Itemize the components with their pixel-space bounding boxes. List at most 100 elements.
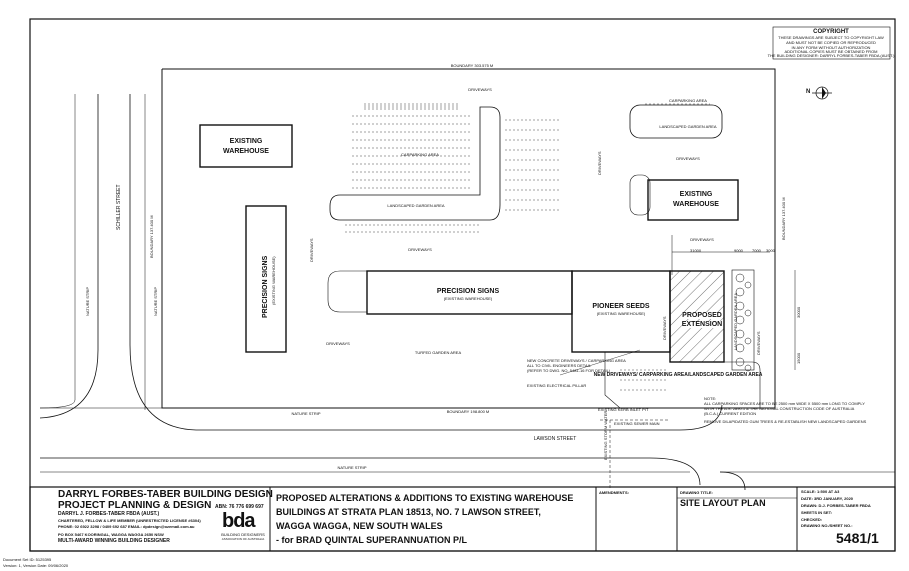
note-2: WITH THE A.S. 2890.1 & THE NATIONAL CONS… [704,406,855,411]
new-driveway-label: NEW DRIVEWAYS/ CARPARKING AREA/LANDSCAPE… [593,372,763,378]
po-box: PO BOX 5467 KOORINGAL, WAGGA WAGGA 2650 … [58,532,164,537]
note-3: (B.C.A.) CURRENT EDITION [704,411,757,416]
schiller-street-label: SCHILLER STREET [116,184,122,230]
chartered: CHARTERED, FELLOW & LIFE MEMBER (UNRESTR… [58,518,201,523]
trees-east [735,273,752,372]
north-arrow-head [822,87,826,99]
phone-email: PHONE: 02 6922 3298 / 0409 692 687 EMAIL… [58,524,195,529]
pioneer-seeds-sub: (EXISTING WAREHOUSE) [596,311,646,316]
precision-signs-vertical-label: PRECISION SIGNS [262,255,269,318]
existing-warehouse-right [647,179,739,221]
copyright-title: COPYRIGHT [813,29,849,35]
driveways-label-center: DRIVEWAYS [408,247,432,252]
checked: CHECKED: [801,517,823,522]
kerb-inlet-label: EXISTING KERB INLET PIT [598,407,649,412]
bda-sub-1: BUILDING DESIGNERS [221,532,265,537]
parking-stalls-grid [345,103,710,233]
carparking-label-center: CARPARKING AREA [401,152,439,157]
copyright-line-3: IN ANY FORM WITHOUT AUTHORIZATION [791,45,871,50]
turfed-label: TURFED GARDEN AREA [414,350,462,355]
drawing-title-label: DRAWING TITLE: [680,490,713,495]
schiller-street-kerb-left [39,94,99,419]
nature-strip-bottom-2: NATURE STRIP [337,465,367,470]
dim-4: 3000 [766,248,775,253]
note-4: REMOVE DILAPIDATED GUM TREES & RE-ESTABL… [704,419,867,424]
landscaped-label-top-right: LANDSCAPED GARDEN AREA [659,124,717,129]
copyright-line-5: THE BUILDING DESIGNER: DARRYL FORBES-TAB… [767,53,895,58]
carparking-label-top-right: CARPARKING AREA [669,98,707,103]
existing-warehouse-left-l2: WAREHOUSE [223,148,269,155]
new-driveway-area [604,352,761,409]
north-label: N [806,89,811,95]
nature-strip-bottom: NATURE STRIP [291,411,321,416]
proposed-extension-l2: EXTENSION [681,321,723,328]
driveways-label-vert-2: DRIVEWAYS [309,238,314,262]
precision-signs-vertical [245,205,287,353]
driveways-label-east: DRIVEWAYS [690,237,714,242]
project-l1: PROPOSED ALTERATIONS & ADDITIONS TO EXIS… [276,493,574,503]
dim-5: 30000 [796,306,801,318]
bda-sub-2: ASSOCIATION OF AUSTRALIA [221,537,265,541]
pioneer-seeds-label: PIONEER SEEDS [592,303,650,310]
designer-name: DARRYL J. FORBES-TABER FBDA (AUST.) [58,511,160,517]
copyright-line-2: AND MUST NOT BE COPIED OR REPRODUCED [786,40,876,45]
bda-logo: bda [222,510,256,532]
new-concrete-label-1: NEW CONCRETE DRIVEWAYS / CARPARKING AREA [527,358,626,363]
footer-version: Version: 1, Version Date: 09/06/2020 [3,563,69,568]
lawson-street-label: LAWSON STREET [533,436,577,442]
driveways-label-right: DRIVEWAYS [676,156,700,161]
abn: ABN: 76 776 699 697 [215,504,264,510]
nature-strip-left-2: NATURE STRIP [153,286,158,316]
sewer-label: EXISTING SEWER MAIN [614,421,660,426]
proposed-extension-l1: PROPOSED [682,312,722,319]
drawing-no-label: DRAWING NO./SHEET NO.: [801,523,853,528]
precision-signs-horizontal-sub: (EXISTING WAREHOUSE) [443,296,493,301]
driveways-label-top: DRIVEWAYS [468,87,492,92]
boundary-bottom-label: BOUNDARY 198.800 M [446,409,490,414]
existing-warehouse-left-l1: EXISTING [229,138,263,145]
storm-label: EXISTING STORM WATER [603,410,608,460]
drawing-title: SITE LAYOUT PLAN [680,498,766,508]
copyright-line-4: ADDITIONAL COPIES MUST BE OBTAINED FROM [784,49,878,54]
lawson-kerb-right-curve [679,404,723,431]
drawing-no: 5481/1 [836,530,879,546]
boundary-top-label: BOUNDARY 303.575 M [450,63,494,68]
boundary-right-label: BOUNDARY 137.400 M [781,197,786,240]
boundary-left-label: BOUNDARY 137.400 M [149,215,154,258]
amendments-label: AMENDMENTS: [599,490,629,495]
sheet-border [29,18,896,552]
copyright-line-1: THESE DRAWINGS ARE SUBJECT TO COPYRIGHT … [778,35,884,40]
landscaped-strip-right [629,174,651,216]
parking-stalls-top [364,103,458,110]
firm-name-l1: DARRYL FORBES-TABER BUILDING DESIGN [58,489,273,500]
driveways-label-vert-3: DRIVEWAYS [756,331,761,355]
title-block [29,486,896,552]
new-concrete-label-2: ALL TO CIVIL ENGINEERS DETAIL [527,363,591,368]
dim-3: 7000 [752,248,761,253]
landscaped-label-east-vert: LANDSCAPED GARDEN AREA [733,292,738,350]
new-carpark-stalls [620,369,668,391]
new-concrete-label-3: (REFER TO DWG. NO. 5481-16 FOR DETAIL) [527,368,611,373]
carpark-island-top [329,106,501,221]
existing-warehouse-left [199,124,293,168]
schiller-street-kerb-right [129,94,197,431]
note-title: NOTE: [704,396,717,401]
project-l3: WAGGA WAGGA, NEW SOUTH WALES [276,521,443,531]
firm-name-l2: PROJECT PLANNING & DESIGN [58,500,212,511]
note-1: ALL CARPARKING SPACES ARE TO BE 2500 mm … [704,401,865,406]
existing-warehouse-right-l2: WAREHOUSE [673,201,719,208]
existing-warehouse-right-l1: EXISTING [679,191,713,198]
leader-line-concrete [559,349,641,376]
dim-1: 31000 [690,248,702,253]
nature-strip-curve-left [39,399,76,409]
sheets-in-set: SHEETS IN SET: [801,510,832,515]
drawn: DRAWN: D.J. FORBES-TABER FBDA [801,503,871,508]
landscaped-strip-east [731,269,755,371]
site-boundary [161,68,776,409]
project-l2: BUILDINGS AT STRATA PLAN 18513, NO. 7 LA… [276,507,541,517]
electrical-label: EXISTING ELECTRICAL PILLAR [527,383,587,388]
project-l4: - for BRAD QUINTAL SUPERANNUATION P/L [276,535,467,545]
dim-2: 9000 [734,248,743,253]
landscaped-island-top-right [629,104,723,139]
